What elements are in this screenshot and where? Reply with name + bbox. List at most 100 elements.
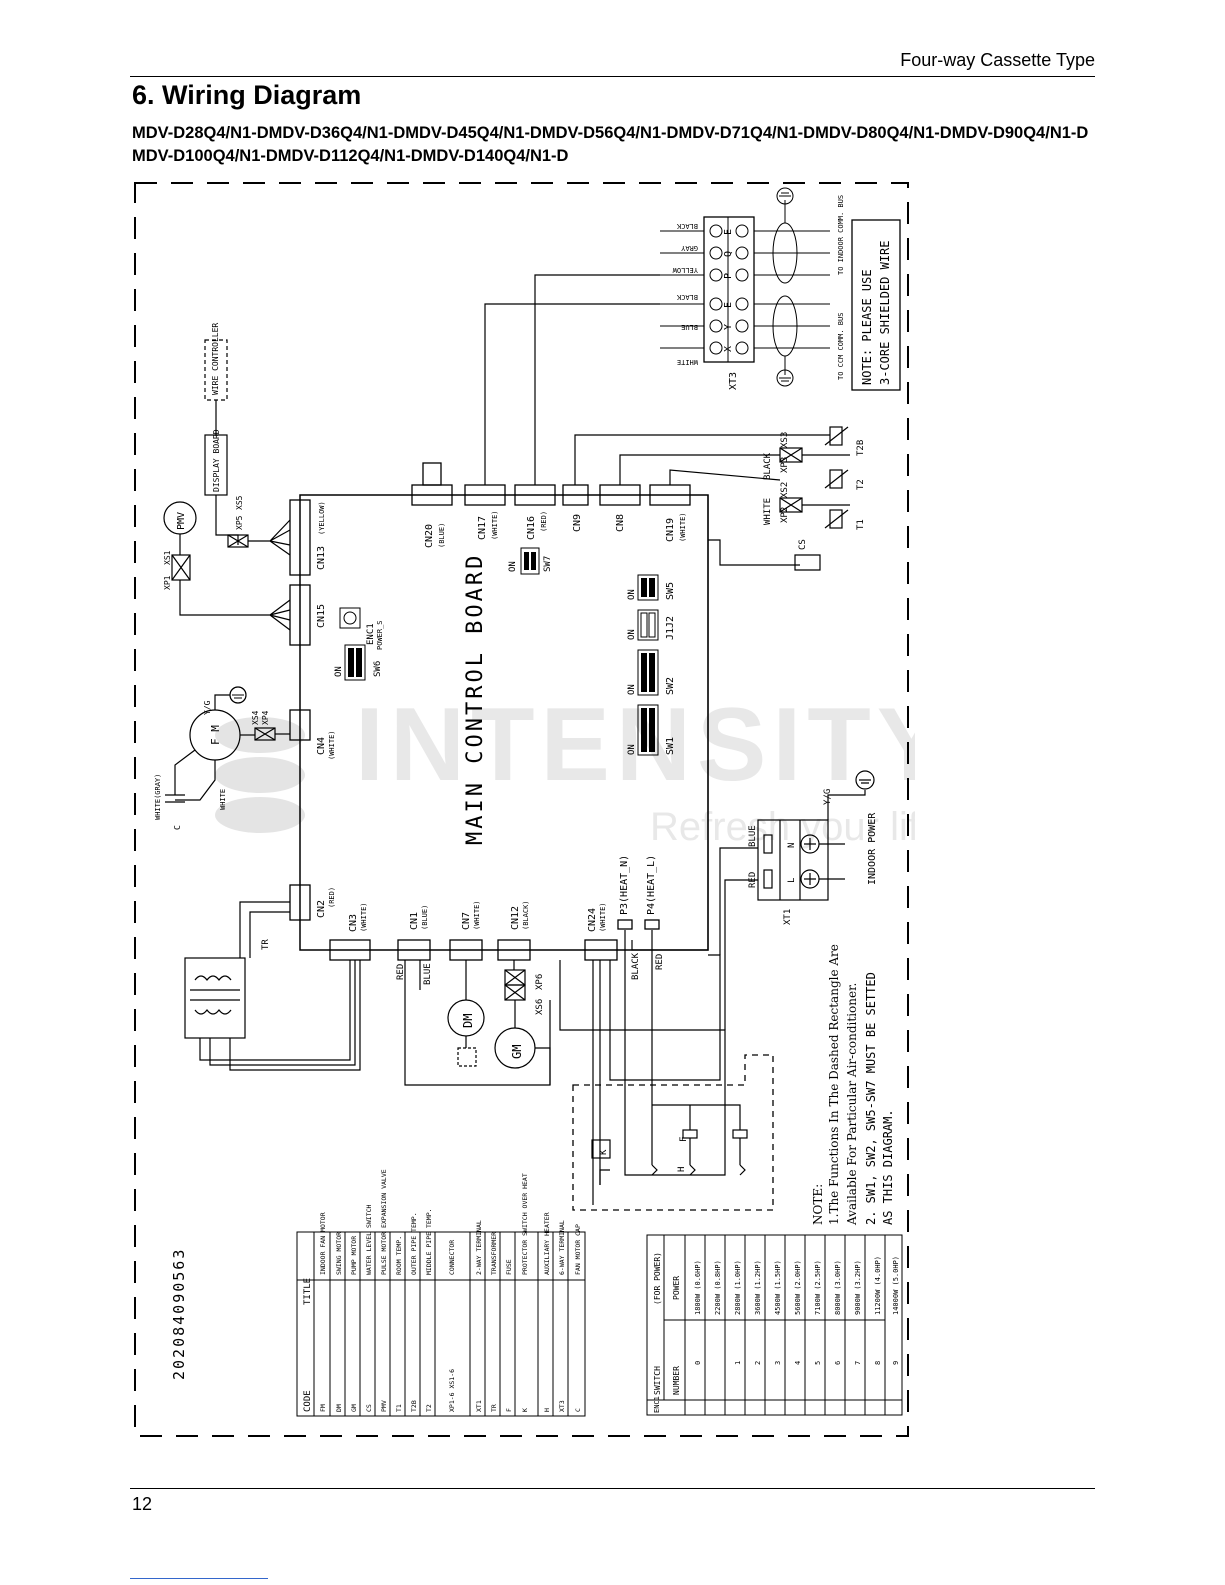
code-cell: H <box>543 1408 551 1412</box>
power-value-cell: 7100W (2.5HP) <box>814 1260 822 1315</box>
left-connectors <box>289 499 311 921</box>
xt3-wire-colors: WHITE BLUE BLACK YELLOW GRAY BLACK <box>672 222 698 366</box>
cn24-label: CN24 <box>587 908 598 932</box>
xs2-label: XS2 <box>780 482 790 498</box>
cn4-note: (WHITE) <box>328 730 336 760</box>
switch-number-cell: 3 <box>774 1361 782 1365</box>
sw1-label: SW1 <box>665 737 676 755</box>
link-underline <box>130 1578 268 1579</box>
page-number: 12 <box>132 1494 153 1514</box>
xt3-terminal: X Y E P Q E XT3 WHITE BLUE BLACK YELLOW … <box>660 187 901 391</box>
power-value-cell: 8000W (3.0HP) <box>834 1260 842 1315</box>
sensor-labels: BLACK WHITE XP3 XS3 XP2 XS2 T2B T2 T1 CS <box>763 432 866 550</box>
xt1-l: L <box>787 878 797 883</box>
xt3-term-x: X <box>723 346 734 352</box>
cn4-label: CN4 <box>316 737 327 755</box>
cn1-wire-red: RED <box>396 964 406 980</box>
fm-label: F M <box>209 725 222 745</box>
xt1-wire-blue: BLUE <box>748 825 758 847</box>
title-cell: ROOM TEMP. <box>395 1236 403 1275</box>
cn3-label: CN3 <box>348 914 359 932</box>
code-cell: C <box>574 1408 582 1412</box>
cn13-label: CN13 <box>316 546 327 570</box>
switch-number-cell: 8 <box>874 1361 882 1365</box>
xt3-term-y: Y <box>723 324 734 330</box>
title-cell: PROTECTOR SWITCH OVER HEAT <box>521 1173 529 1275</box>
wire-white-fm: WHITE <box>219 789 227 810</box>
xt1-labels: N L BLUE RED XT1 Y/G INDOOR POWER <box>748 789 878 925</box>
power-value-cell: 3600W (1.2HP) <box>754 1260 762 1315</box>
sw2-on: ON <box>627 684 637 695</box>
cn12-label: CN12 <box>510 906 521 930</box>
pmv-label: PMV <box>176 512 187 530</box>
xs4-label: XS4 <box>251 710 260 725</box>
cn17-label: CN17 <box>477 516 488 540</box>
code-cell: DM <box>335 1404 343 1412</box>
power-value-cell: 14000W (5.0HP) <box>892 1256 900 1315</box>
code-cell: K <box>521 1408 529 1412</box>
code-header: CODE <box>303 1390 313 1412</box>
title-cell: TRANSFORMER <box>490 1232 498 1275</box>
cn8-label: CN8 <box>615 514 626 532</box>
wire-yellow: YELLOW <box>672 266 698 274</box>
p3-wire-black: BLACK <box>631 952 641 980</box>
power-table-number: NUMBER <box>672 1366 681 1395</box>
switch-number-cell: 1 <box>734 1361 742 1365</box>
enc1-sub: POWER_S <box>376 620 384 650</box>
xs6-label: XS6 <box>535 999 545 1015</box>
protector-k-label: K <box>599 1149 609 1155</box>
wire-blue: BLUE <box>681 323 698 331</box>
switch-number-cell: 7 <box>854 1361 862 1365</box>
xt3-term-p: P <box>723 273 734 279</box>
watermark-brand: INTENSITY <box>355 687 915 803</box>
power-table-power: POWER <box>672 1276 681 1300</box>
heater-h-label: H <box>677 1167 687 1172</box>
cn9-label: CN9 <box>572 514 583 532</box>
switch-number-cell: 4 <box>794 1361 802 1365</box>
ground-icon <box>776 187 794 387</box>
cn1-wire-blue: BLUE <box>423 963 433 985</box>
code-cell: GM <box>350 1404 358 1412</box>
watermark-slogan: Refresh your life <box>650 805 915 849</box>
power-table-forpower: (FOR POWER) <box>653 1252 662 1305</box>
code-cell: T2 <box>425 1404 433 1412</box>
title-header: TITLE <box>303 1278 313 1305</box>
wiring-diagram: INTENSITY ® Refresh your life MAIN CONTR… <box>134 182 915 1437</box>
bottom-connector-labels: CN3 (WHITE) CN1 (BLUE) CN7 (WHITE) CN12 … <box>348 855 657 932</box>
model-list: MDV-D28Q4/N1-DMDV-D36Q4/N1-DMDV-D45Q4/N1… <box>132 124 1089 165</box>
watermark-logo <box>215 717 305 833</box>
cn1-label: CN1 <box>409 912 420 930</box>
switch-number-cell: 6 <box>834 1361 842 1365</box>
sensor-wire-black: BLACK <box>763 452 773 480</box>
power-table-switch: SWITCH <box>653 1366 662 1395</box>
shield-note-line1: NOTE: PLEASE USE <box>860 269 874 385</box>
sw7-switch: ON SW7 <box>508 547 553 575</box>
xs5-label: XS5 <box>235 495 244 510</box>
display-board-label: DISPLAY BOARD <box>212 429 221 492</box>
transformer-label: TR <box>261 939 271 950</box>
outer-dashed-frame <box>134 182 909 1437</box>
xp6-label: XP6 <box>535 974 545 990</box>
top-connector-labels: CN20 (BLUE) CN17 (WHITE) CN16 (RED) CN9 … <box>424 510 687 548</box>
cn7-note: (WHITE) <box>473 900 481 930</box>
cn2-label: CN2 <box>316 900 327 918</box>
xp4-label: XP4 <box>261 710 270 725</box>
j1j2-label: J1J2 <box>665 616 676 640</box>
wire-white-gray: WHITE(GRAY) <box>154 774 162 820</box>
watermark: INTENSITY ® Refresh your life <box>215 687 915 849</box>
xt3-term-e1: E <box>723 302 734 308</box>
power-value-cell: 2800W (1.0HP) <box>734 1260 742 1315</box>
code-cell: TR <box>490 1404 498 1412</box>
cn19-label: CN19 <box>665 518 676 542</box>
xs3-label: XS3 <box>780 432 790 448</box>
code-cell: XT1 <box>475 1400 483 1412</box>
title-cell: FUSE <box>505 1259 513 1275</box>
sw7-on: ON <box>508 561 518 572</box>
diagram-notes: NOTE: 1.The Functions In The Dashed Rect… <box>811 944 895 1226</box>
title-cell: INDOOR FAN MOTOR <box>319 1212 327 1275</box>
left-connector-labels: CN13 (YELLOW) CN15 CN4 (WHITE) CN2 (RED) <box>316 501 336 918</box>
wire-gray: GRAY <box>680 244 698 252</box>
enc1-label: ENC1 <box>366 623 376 645</box>
fm-yg-label: Y/G <box>203 700 212 715</box>
